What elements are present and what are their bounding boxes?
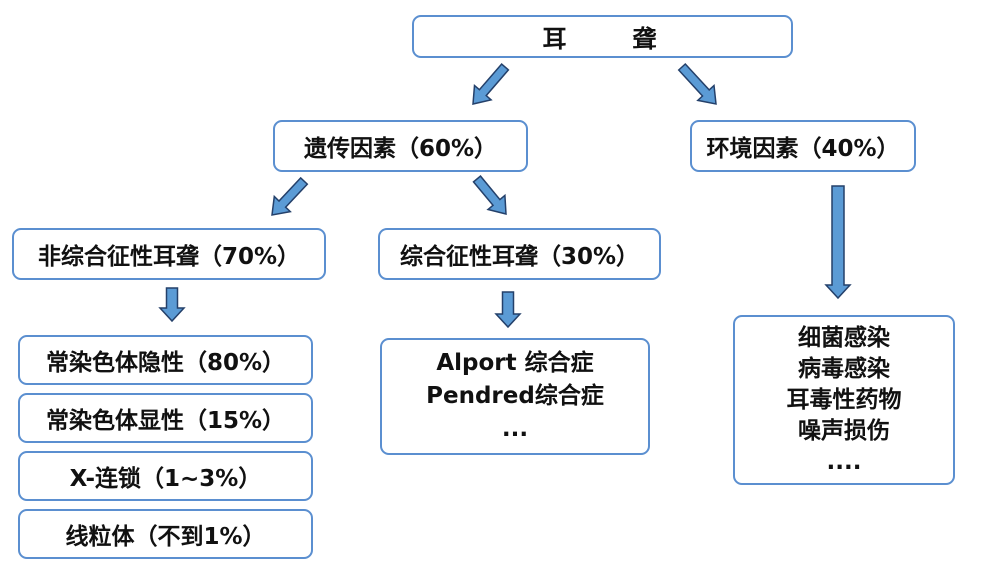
syndromic-deafness-label: 综合征性耳聋（30%）	[399, 244, 640, 270]
mitochondrial-node: 线粒体（不到1%）	[18, 509, 313, 559]
syndrome-item: Pendred综合症	[426, 383, 604, 409]
syndrome-item: Alport 综合症	[436, 350, 594, 376]
environmental-examples-node: 细菌感染 病毒感染 耳毒性药物 噪声损伤 ....	[733, 315, 955, 485]
autosomal-recessive-node: 常染色体隐性（80%）	[18, 335, 313, 385]
environmental-factors-node: 环境因素（40%）	[690, 120, 916, 172]
arrow-syndromic-to-examples	[494, 291, 522, 329]
environmental-cause-item: ....	[826, 448, 862, 475]
environmental-cause-item: 病毒感染	[798, 355, 890, 382]
root-node: 耳 聋	[412, 15, 793, 58]
arrow-genetic-to-nonsyndromic	[271, 176, 309, 216]
arrow-nonsyndromic-to-inheritance-types	[158, 287, 186, 323]
autosomal-dominant-node: 常染色体显性（15%）	[18, 393, 313, 443]
arrow-root-to-environmental	[677, 62, 717, 105]
root-label: 耳 聋	[542, 25, 663, 53]
arrow-root-to-genetic	[472, 63, 510, 105]
environmental-factors-label: 环境因素（40%）	[706, 136, 900, 162]
genetic-factors-label: 遗传因素（60%）	[303, 136, 498, 162]
nonsyndromic-deafness-node: 非综合征性耳聋（70%）	[12, 228, 326, 280]
x-linked-node: X-连锁（1~3%）	[18, 451, 313, 501]
x-linked-label: X-连锁（1~3%）	[69, 466, 262, 492]
genetic-factors-node: 遗传因素（60%）	[273, 120, 528, 172]
syndromic-examples-node: Alport 综合症 Pendred综合症 ...	[380, 338, 650, 455]
syndrome-item: ...	[501, 416, 529, 442]
environmental-cause-item: 耳毒性药物	[786, 386, 902, 413]
arrow-environmental-to-examples	[824, 185, 852, 300]
syndromic-deafness-node: 综合征性耳聋（30%）	[378, 228, 661, 280]
nonsyndromic-deafness-label: 非综合征性耳聋（70%）	[37, 244, 301, 270]
arrow-genetic-to-syndromic	[472, 175, 507, 215]
environmental-cause-item: 噪声损伤	[798, 417, 890, 444]
environmental-cause-item: 细菌感染	[798, 324, 890, 351]
autosomal-recessive-label: 常染色体隐性（80%）	[45, 350, 286, 376]
autosomal-dominant-label: 常染色体显性（15%）	[45, 408, 286, 434]
mitochondrial-label: 线粒体（不到1%）	[65, 524, 266, 550]
